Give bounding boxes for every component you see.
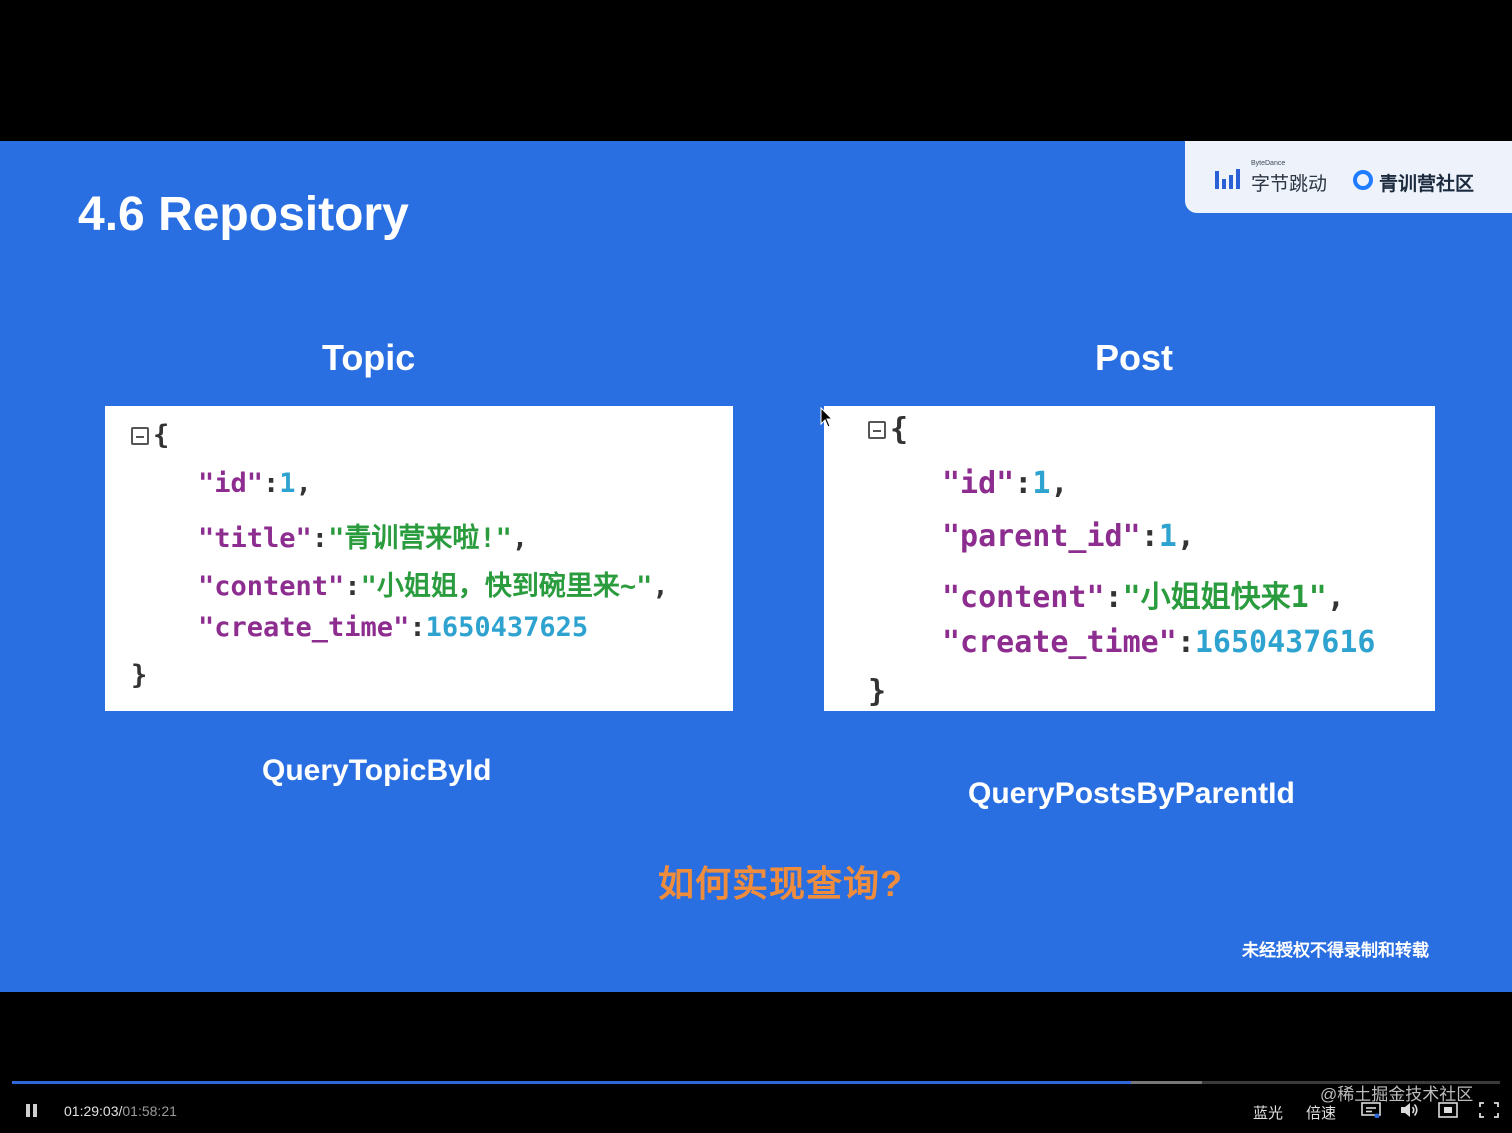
json-line-content: "content":"小姐姐，快到碗里来~", bbox=[198, 571, 669, 602]
json-line-parent-id: "parent_id":1, bbox=[942, 519, 1195, 554]
mouse-cursor-icon bbox=[820, 407, 834, 428]
close-brace: } bbox=[131, 660, 148, 691]
fullscreen-icon[interactable] bbox=[1479, 1102, 1499, 1118]
json-line-id: "id":1, bbox=[198, 468, 312, 499]
post-function-label: QueryPostsByParentId bbox=[968, 777, 1295, 810]
picture-in-picture-icon[interactable] bbox=[1438, 1102, 1458, 1118]
topic-function-label: QueryTopicById bbox=[262, 754, 492, 787]
total-time: 01:58:21 bbox=[122, 1103, 177, 1119]
question-text: 如何实现查询? bbox=[658, 863, 903, 904]
close-brace: } bbox=[868, 674, 887, 709]
fold-collapse-icon bbox=[868, 421, 886, 439]
copyright-notice: 未经授权不得录制和转载 bbox=[1242, 941, 1429, 960]
progress-bar[interactable] bbox=[12, 1081, 1500, 1084]
volume-icon[interactable] bbox=[1399, 1102, 1419, 1118]
pause-icon[interactable] bbox=[26, 1104, 38, 1117]
json-line-title: "title":"青训营来啦!", bbox=[198, 523, 529, 554]
progress-buffered bbox=[1130, 1081, 1203, 1084]
community-logo-text: 青训营社区 bbox=[1379, 174, 1475, 195]
json-line-create-time: "create_time":1650437625 bbox=[198, 612, 589, 643]
json-line-create-time: "create_time":1650437616 bbox=[942, 625, 1376, 660]
topic-heading: Topic bbox=[322, 337, 416, 378]
slide: ByteDance 字节跳动 青训营社区 4.6 Repository Topi… bbox=[0, 141, 1512, 992]
subtitle-icon[interactable] bbox=[1361, 1102, 1381, 1118]
bytedance-small-text: ByteDance bbox=[1251, 160, 1286, 167]
post-heading: Post bbox=[1095, 337, 1174, 378]
video-player-controls: @稀土掘金技术社区 01:29:03/01:58:21 蓝光 倍速 bbox=[0, 992, 1512, 1133]
open-brace: { bbox=[890, 412, 909, 447]
post-json-panel: { "id":1, "parent_id":1, "content":"小姐姐快… bbox=[824, 406, 1435, 711]
progress-fill bbox=[12, 1081, 1131, 1084]
bytedance-logo-icon bbox=[1215, 169, 1243, 189]
logo-box: ByteDance 字节跳动 青训营社区 bbox=[1185, 141, 1512, 213]
speed-button[interactable]: 倍速 bbox=[1306, 1105, 1337, 1122]
bytedance-logo-text: 字节跳动 bbox=[1251, 174, 1328, 195]
json-line-id: "id":1, bbox=[942, 466, 1069, 501]
current-time: 01:29:03 bbox=[64, 1103, 119, 1119]
json-line-content: "content":"小姐姐快来1", bbox=[942, 580, 1345, 615]
slide-title: 4.6 Repository bbox=[78, 188, 409, 241]
fold-collapse-icon bbox=[131, 427, 149, 445]
time-display: 01:29:03/01:58:21 bbox=[64, 1103, 177, 1119]
community-logo-icon bbox=[1353, 170, 1373, 190]
open-brace: { bbox=[153, 420, 170, 451]
brand-watermark: @稀土掘金技术社区 bbox=[1320, 1085, 1474, 1104]
video-top-letterbox bbox=[0, 0, 1512, 141]
topic-json-panel: { "id":1, "title":"青训营来啦!", "content":"小… bbox=[105, 406, 733, 711]
quality-button[interactable]: 蓝光 bbox=[1253, 1105, 1284, 1122]
